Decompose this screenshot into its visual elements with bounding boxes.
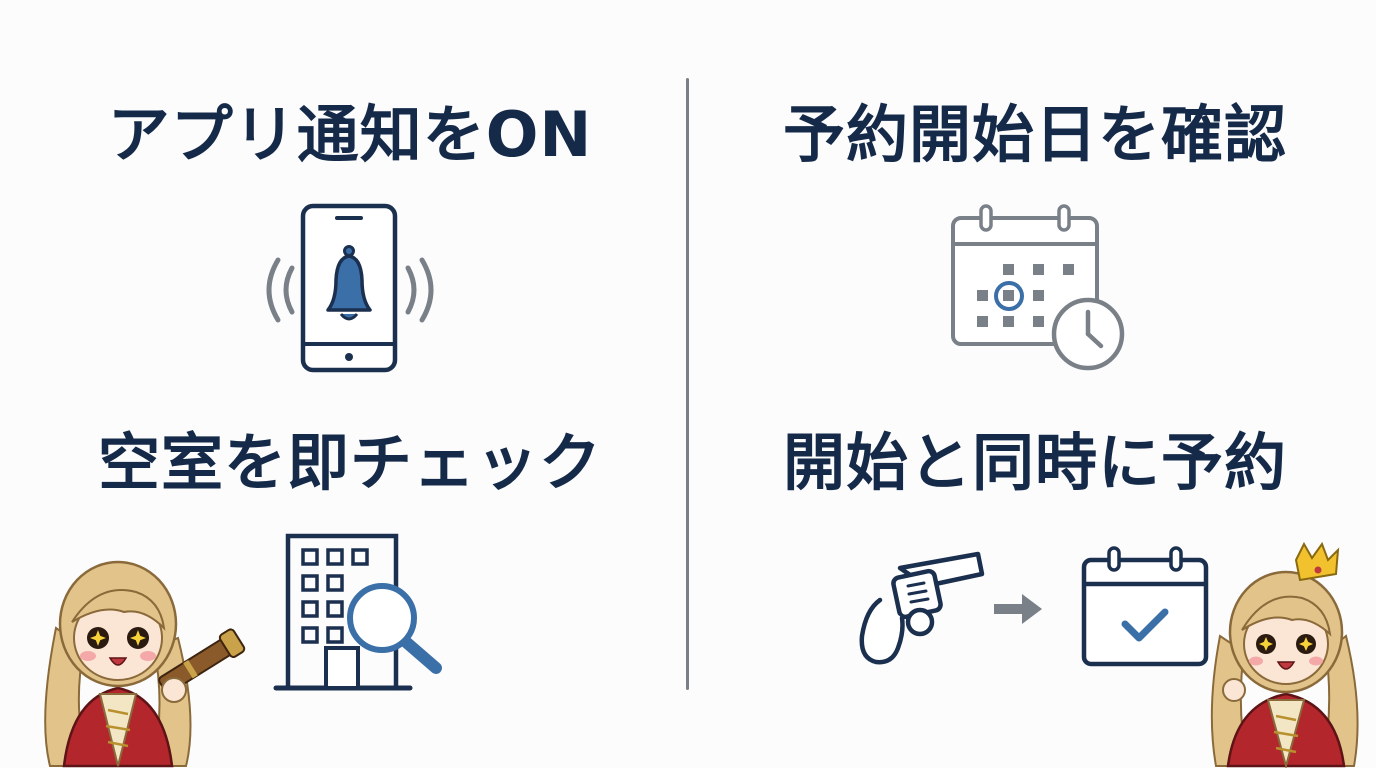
heading-check-vacancy-instantly: 空室を即チェック [97, 426, 602, 499]
heading-book-at-start: 開始と同時に予約 [782, 426, 1287, 499]
chibi-girl-with-crown-illustration [1210, 541, 1359, 768]
heading-check-booking-start-date: 予約開始日を確認 [782, 98, 1287, 171]
heading-app-notification-on: アプリ通知をON [107, 98, 593, 171]
building-search-icon [273, 533, 442, 691]
chibi-girl-with-telescope-illustration [44, 560, 246, 768]
calendar-clock-icon [951, 204, 1125, 371]
center-divider [686, 78, 689, 690]
phone-bell-icon [266, 203, 434, 373]
pistol-arrow-calendar-check-icon [859, 546, 1209, 667]
pistol-icon [859, 551, 985, 665]
